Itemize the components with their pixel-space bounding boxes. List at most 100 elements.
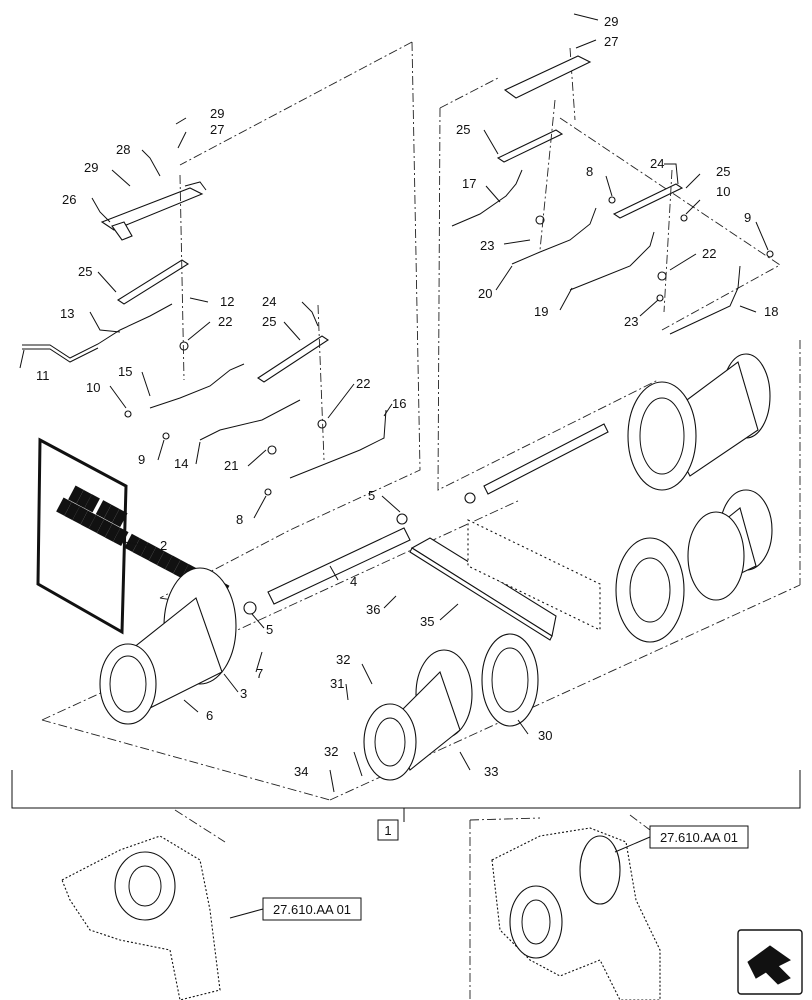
callout-22: 22 [356,376,370,391]
plate-35[interactable] [409,537,557,641]
callout-21: 21 [224,458,238,473]
fitting-23b [656,294,664,302]
callout-18: 18 [764,304,778,319]
bracket-25-right-a [496,129,564,163]
callout-23: 23 [624,314,638,329]
callout-24: 24 [262,294,276,309]
callout-25: 25 [456,122,470,137]
right-axle-shaft[interactable] [464,423,609,504]
hub-housing-33[interactable] [363,649,473,781]
reference-housing-left[interactable] [61,835,221,1000]
callout-8: 8 [586,164,593,179]
callout-26: 26 [62,192,76,207]
callout-16: 16 [392,396,406,411]
fitting-22a [179,341,189,351]
callout-34: 34 [294,764,308,779]
axle-shaft-4[interactable] [243,513,411,615]
callout-7: 7 [256,666,263,681]
callout-2: 2 [160,538,167,553]
callout-9: 9 [138,452,145,467]
callout-5: 5 [368,488,375,503]
callout-15: 15 [118,364,132,379]
callout-23: 23 [480,238,494,253]
hose-20 [511,207,597,265]
right-upper-parts [451,55,774,335]
callout-27: 27 [604,34,618,49]
left-upper-parts [22,174,387,496]
fitting-21 [267,445,277,455]
hose-17 [451,169,523,227]
callout-25: 25 [78,264,92,279]
callout-28: 28 [116,142,130,157]
fitting-8b [608,196,616,204]
fitting-10a [124,410,132,418]
fitting-10b [680,214,688,222]
callout-4: 4 [350,574,357,589]
ring-30[interactable] [481,633,539,727]
callout-8: 8 [236,512,243,527]
hose-15 [149,363,245,409]
leader-lines [19,13,769,793]
hose-16 [289,409,387,479]
reference-box-left[interactable]: 27.610.AA 01 [229,897,362,921]
callout-10: 10 [86,380,100,395]
bracket-25-right-b [612,183,684,219]
callout-25: 25 [262,314,276,329]
fitting-8a [264,488,272,496]
callout-27: 27 [210,122,224,137]
callout-36: 36 [366,602,380,617]
callout-30: 30 [538,728,552,743]
reference-box-right[interactable]: 27.610.AA 01 [614,825,749,853]
hose-14 [199,399,301,441]
callout-14: 14 [174,456,188,471]
seal-5 [243,601,257,615]
callout-24: 24 [650,156,664,171]
callout-29: 29 [84,160,98,175]
callout-22: 22 [218,314,232,329]
fitting-23a [535,215,545,225]
reference-label-right: 27.610.AA 01 [660,830,738,845]
assembly-number: 1 [384,823,391,838]
hose-13 [22,303,173,359]
fitting-22b [317,419,327,429]
callout-19: 19 [534,304,548,319]
callout-20: 20 [478,286,492,301]
callout-5: 5 [266,622,273,637]
next-page-arrow-icon[interactable] [737,929,803,995]
callout-12: 12 [220,294,234,309]
fitting-9a [162,432,170,440]
callout-32: 32 [324,744,338,759]
fitting-9b [766,250,774,258]
reference-housing-right[interactable] [491,827,661,1000]
callout-31: 31 [330,676,344,691]
reference-label-left: 27.610.AA 01 [273,902,351,917]
hose-19 [569,231,655,291]
right-hub-housing[interactable] [615,489,773,643]
assembly-number-box[interactable] [377,819,399,841]
callout-22: 22 [702,246,716,261]
callout-25: 25 [716,164,730,179]
callout-29: 29 [604,14,618,29]
callout-11: 11 [36,368,50,383]
bracket-top-right [503,55,592,99]
callout-9: 9 [744,210,751,225]
right-plate[interactable] [467,519,601,631]
callout-32: 32 [336,652,350,667]
callout-labels: 29 27 28 29 26 25 12 13 22 24 25 11 15 1… [36,14,778,779]
bracket-26 [100,187,204,231]
bracket-25-mid [257,335,329,383]
callout-6: 6 [206,708,213,723]
callout-33: 33 [484,764,498,779]
callout-10: 10 [716,184,730,199]
callout-17: 17 [462,176,476,191]
right-axle-housing[interactable] [627,353,771,491]
callout-29: 29 [210,106,224,121]
callout-13: 13 [60,306,74,321]
left-axle-housing[interactable] [99,567,237,725]
callout-3: 3 [240,686,247,701]
fitting-22c [657,271,667,281]
bracket-25-left [116,259,190,305]
assembly-bracket: 1 [11,770,801,841]
callout-35: 35 [420,614,434,629]
